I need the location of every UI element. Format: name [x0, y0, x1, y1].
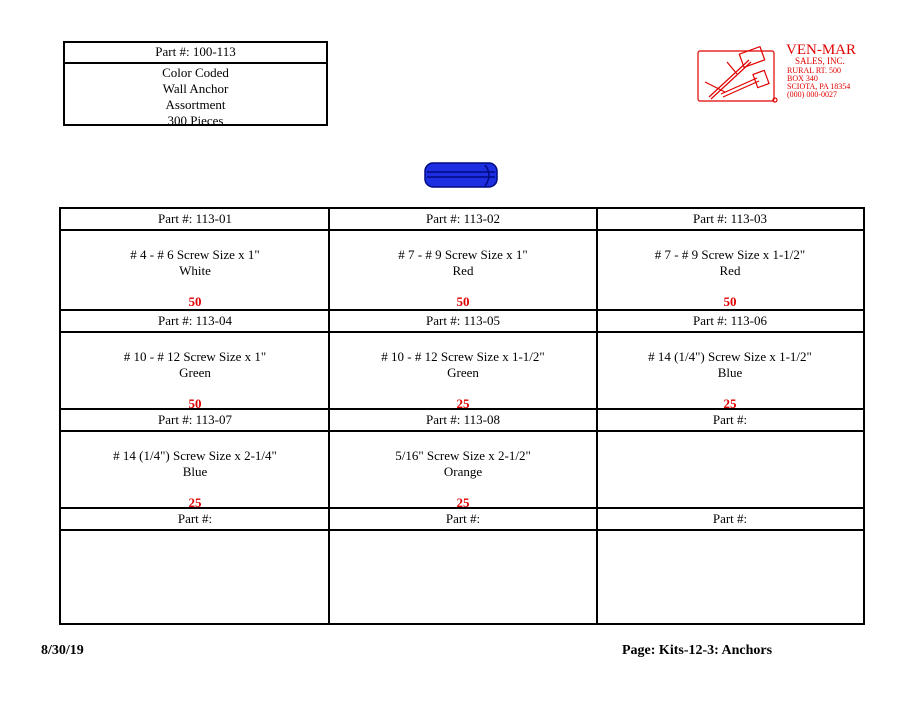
grid-divider	[61, 507, 863, 509]
kit-part-number: Part #: 100-113	[65, 43, 326, 64]
item-quantity: 50	[188, 396, 202, 411]
item-color: White	[179, 263, 211, 278]
grid-divider	[61, 430, 863, 432]
item-size: # 7 - # 9 Screw Size x 1-1/2"	[654, 247, 806, 262]
print-date: 8/30/19	[41, 643, 84, 658]
item-quantity: 25	[456, 495, 470, 510]
grid-divider	[61, 309, 863, 311]
item-size: 5/16" Screw Size x 2-1/2"	[395, 448, 531, 463]
cell-item: # 10 - # 12 Screw Size x 1-1/2"Green 25	[329, 333, 597, 412]
cell-item: # 10 - # 12 Screw Size x 1"Green 50	[61, 333, 329, 412]
logo-line: (000) 000-0027	[787, 90, 837, 99]
cell-item	[329, 531, 597, 627]
parts-grid: Part #: 113-01 # 4 - # 6 Screw Size x 1"W…	[59, 207, 865, 625]
item-quantity: 25	[188, 495, 202, 510]
item-size: # 4 - # 6 Screw Size x 1"	[130, 247, 260, 262]
item-quantity: 50	[723, 294, 737, 309]
cell-item	[61, 531, 329, 627]
cell-item: # 4 - # 6 Screw Size x 1"White 50	[61, 231, 329, 311]
kit-description-line: Color Coded	[162, 65, 229, 80]
cell-item: # 14 (1/4") Screw Size x 2-1/4"Blue 25	[61, 432, 329, 511]
kit-description-line: 300 Pieces	[167, 113, 224, 128]
cell-part-number: Part #: 113-05	[426, 313, 500, 328]
item-color: Red	[719, 263, 741, 278]
cell-part-number: Part #: 113-06	[693, 313, 767, 328]
item-color: Green	[179, 365, 211, 380]
cell-item: 5/16" Screw Size x 2-1/2"Orange 25	[329, 432, 597, 511]
item-quantity: 25	[456, 396, 470, 411]
kit-header-box: Part #: 100-113 Color Coded Wall Anchor …	[63, 41, 328, 129]
grid-divider	[596, 209, 598, 623]
kit-description-line: Assortment	[165, 97, 226, 112]
grid-divider	[61, 408, 863, 410]
cell-part-number: Part #: 113-03	[693, 211, 767, 226]
grid-divider	[328, 209, 330, 623]
cell-item: # 7 - # 9 Screw Size x 1"Red 50	[329, 231, 597, 311]
cell-part-number: Part #: 113-01	[158, 211, 232, 226]
grid-divider	[61, 529, 863, 531]
logo-line: SCIOTA, PA 18354	[787, 82, 850, 91]
item-color: Green	[447, 365, 479, 380]
cell-part-number: Part #: 113-08	[426, 412, 500, 427]
page-label: Page: Kits-12-3: Anchors	[622, 643, 773, 658]
item-color: Orange	[443, 464, 483, 479]
logo-line: RURAL RT. 500	[787, 66, 841, 75]
cell-part-number: Part #: 113-04	[158, 313, 232, 328]
cell-item	[597, 432, 863, 511]
logo-line: BOX 340	[787, 74, 818, 83]
wall-anchor-icon	[424, 162, 498, 188]
item-color: Red	[452, 263, 474, 278]
item-quantity: 50	[456, 294, 470, 309]
logo-line: SALES, INC.	[795, 56, 845, 66]
cell-part-number: Part #:	[177, 511, 213, 526]
item-size: # 10 - # 12 Screw Size x 1"	[123, 349, 267, 364]
item-quantity: 25	[723, 396, 737, 411]
cell-part-number: Part #:	[445, 511, 481, 526]
item-size: # 14 (1/4") Screw Size x 1-1/2"	[648, 349, 812, 364]
item-size: # 7 - # 9 Screw Size x 1"	[398, 247, 528, 262]
cell-part-number: Part #: 113-07	[158, 412, 232, 427]
cell-item: # 14 (1/4") Screw Size x 1-1/2"Blue 25	[597, 333, 863, 412]
item-color: Blue	[717, 365, 743, 380]
grid-divider	[61, 229, 863, 231]
cell-part-number: Part #:	[712, 412, 748, 427]
kit-description-line: Wall Anchor	[162, 81, 229, 96]
cell-part-number: Part #: 113-02	[426, 211, 500, 226]
grid-divider	[61, 331, 863, 333]
cell-item: # 7 - # 9 Screw Size x 1-1/2"Red 50	[597, 231, 863, 311]
cell-item	[597, 531, 863, 627]
cell-part-number: Part #:	[712, 511, 748, 526]
item-size: # 14 (1/4") Screw Size x 2-1/4"	[113, 448, 277, 463]
kit-description: Color Coded Wall Anchor Assortment 300 P…	[65, 64, 326, 129]
logo-name: VEN-MAR	[786, 42, 856, 58]
item-color: Blue	[182, 464, 208, 479]
company-logo: VEN-MAR SALES, INC. RURAL RT. 500 BOX 34…	[697, 42, 856, 103]
item-size: # 10 - # 12 Screw Size x 1-1/2"	[381, 349, 545, 364]
item-quantity: 50	[188, 294, 202, 309]
